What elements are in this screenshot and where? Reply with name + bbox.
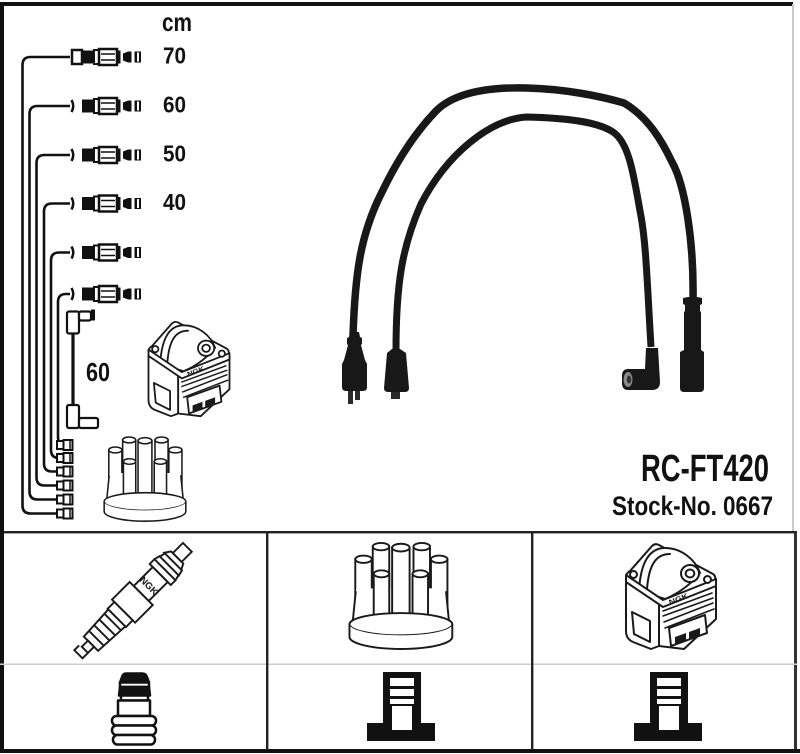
svg-text:40: 40 <box>163 189 186 215</box>
svg-text:cm: cm <box>162 7 192 37</box>
svg-text:Stock-No. 0667: Stock-No. 0667 <box>612 491 773 521</box>
svg-text:60: 60 <box>86 357 110 387</box>
svg-text:50: 50 <box>163 141 186 167</box>
svg-text:60: 60 <box>163 92 186 118</box>
svg-text:RC-FT420: RC-FT420 <box>641 448 769 490</box>
svg-text:70: 70 <box>163 43 186 69</box>
